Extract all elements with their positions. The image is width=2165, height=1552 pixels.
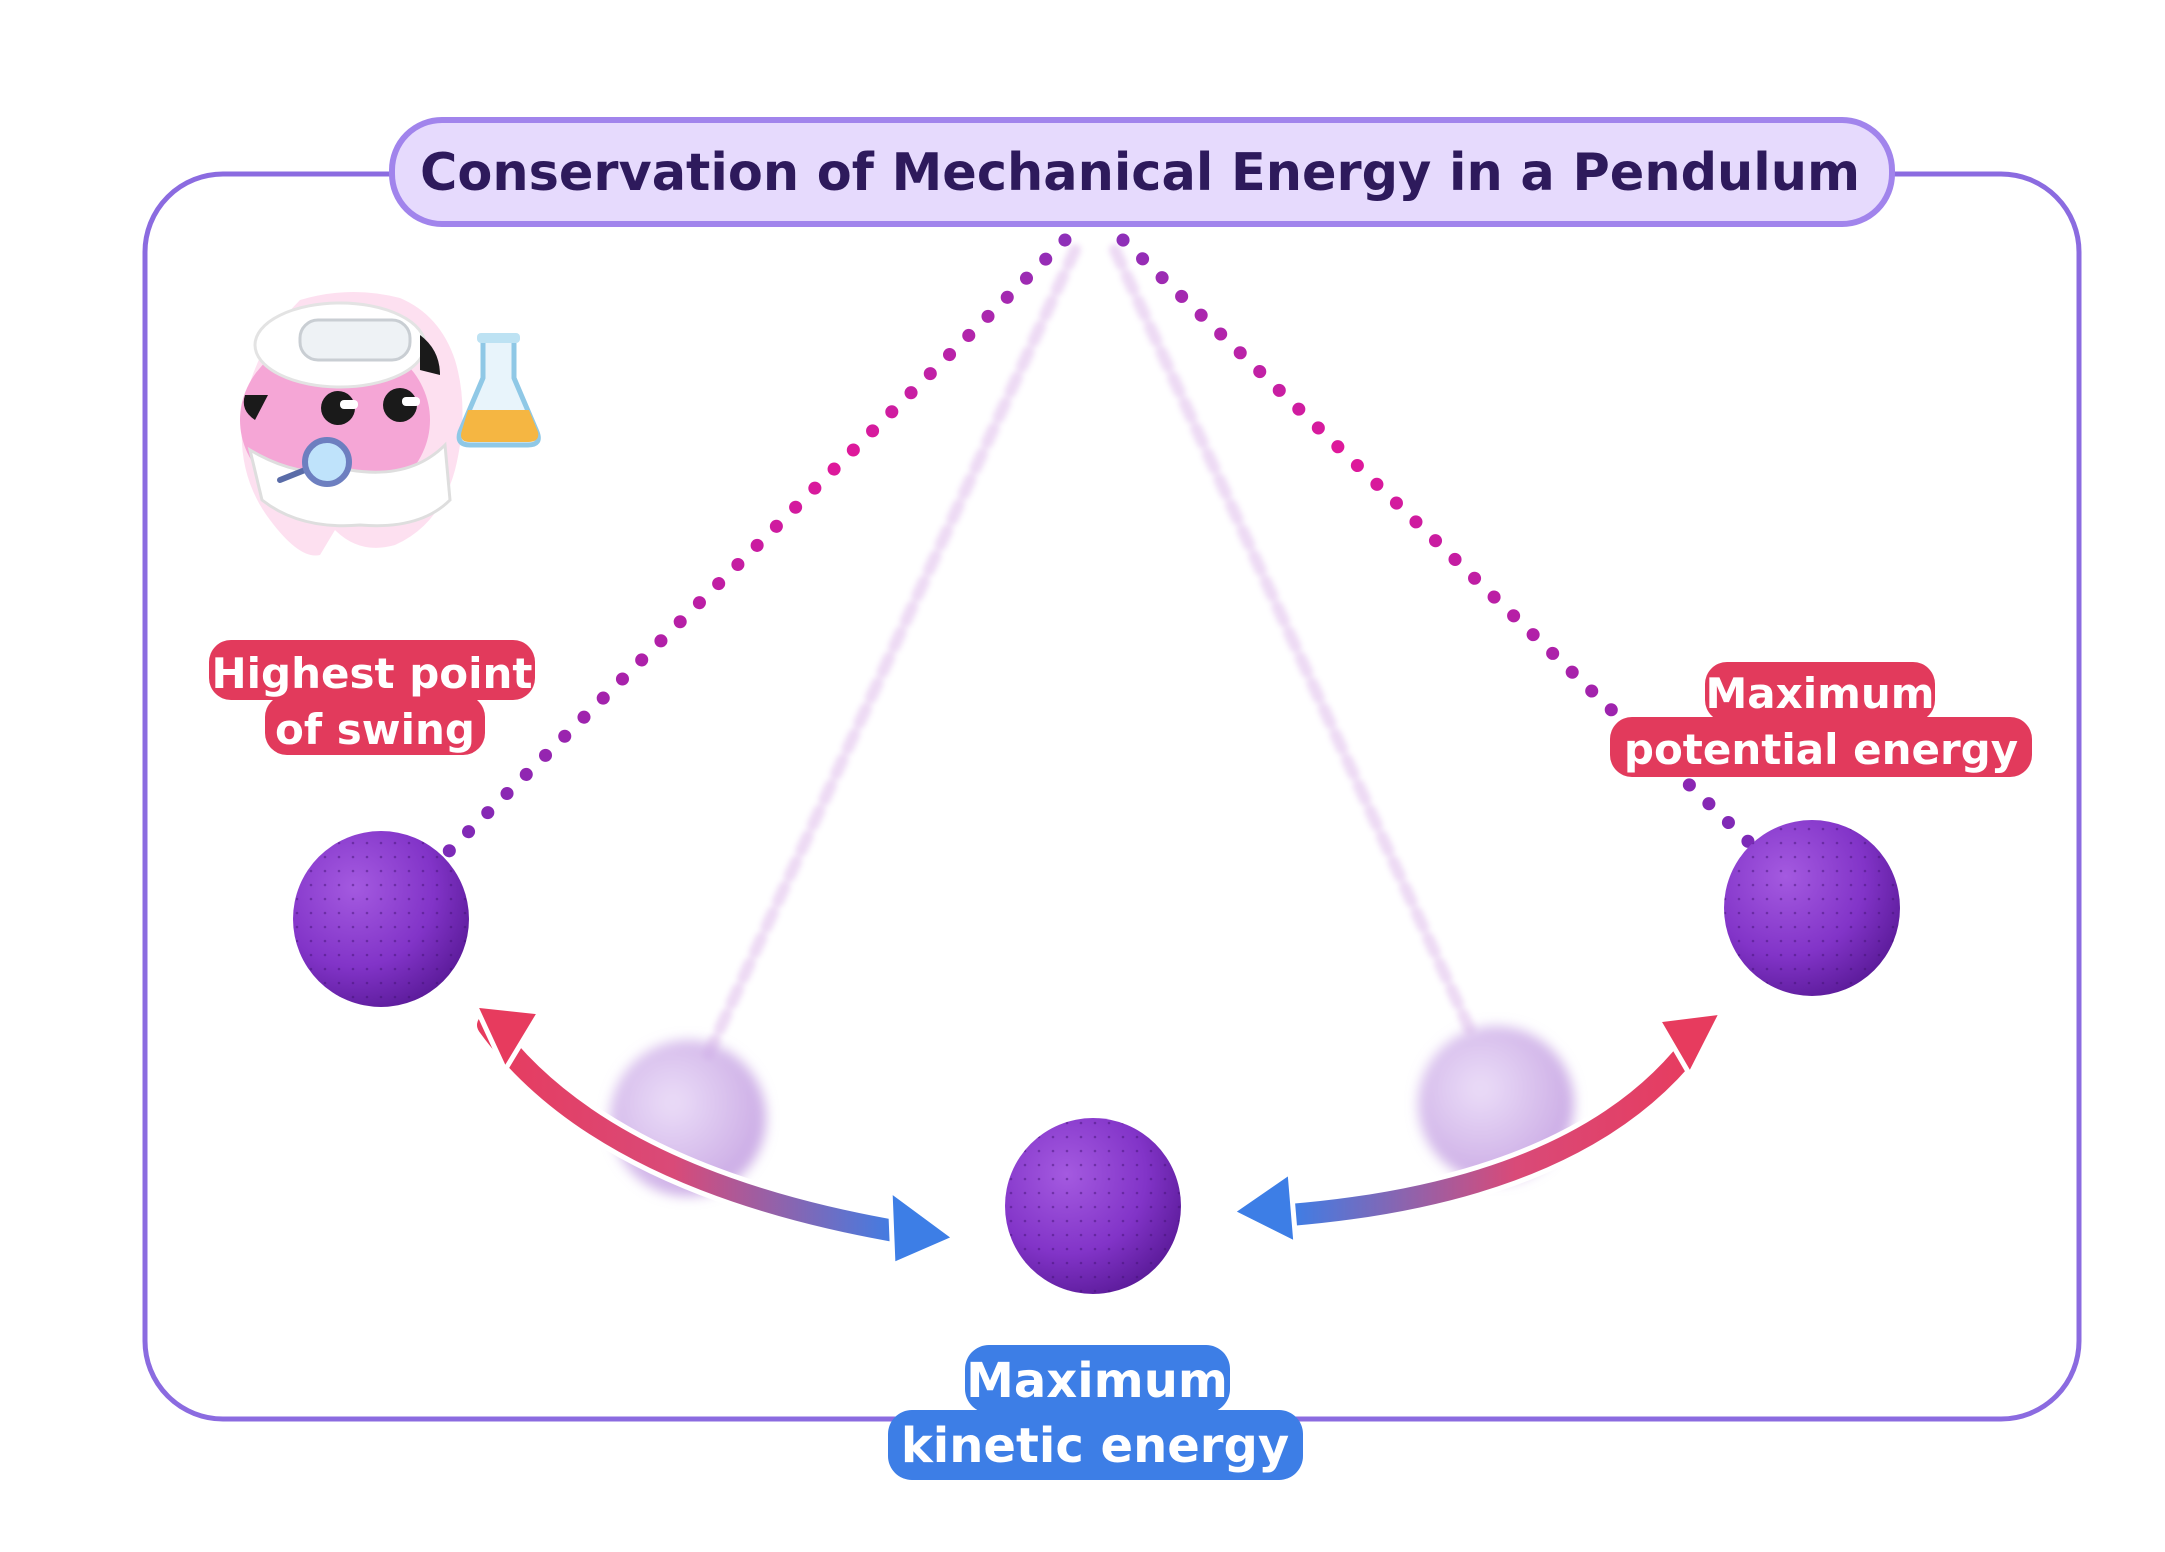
arrow-right — [1229, 1009, 1725, 1247]
svg-text:Highest point: Highest point — [212, 649, 533, 698]
title-banner: Conservation of Mechanical Energy in a P… — [389, 117, 1895, 227]
bob-center — [1005, 1118, 1181, 1294]
label-max-kinetic: Maximum kinetic energy — [888, 1345, 1303, 1480]
bob-left — [293, 831, 469, 1007]
label-max-potential: Maximum potential energy — [1610, 662, 2032, 777]
magnifier-icon — [277, 437, 352, 487]
svg-text:Maximum: Maximum — [1705, 669, 1934, 718]
svg-text:Maximum: Maximum — [966, 1353, 1228, 1409]
scientist-mascot-icon — [240, 291, 463, 556]
ghost-strings — [702, 244, 1476, 1061]
ghost-bob-right — [1418, 1026, 1574, 1182]
bob-right — [1724, 820, 1900, 996]
page-title: Conservation of Mechanical Energy in a P… — [420, 143, 1860, 203]
svg-text:potential energy: potential energy — [1624, 725, 2018, 774]
label-highest-point: Highest point of swing — [209, 640, 535, 755]
flask-icon — [456, 333, 541, 448]
svg-text:of swing: of swing — [275, 705, 475, 754]
string-left-dotted — [431, 233, 1072, 869]
arrow-left — [472, 1002, 958, 1268]
svg-text:kinetic energy: kinetic energy — [901, 1418, 1289, 1474]
